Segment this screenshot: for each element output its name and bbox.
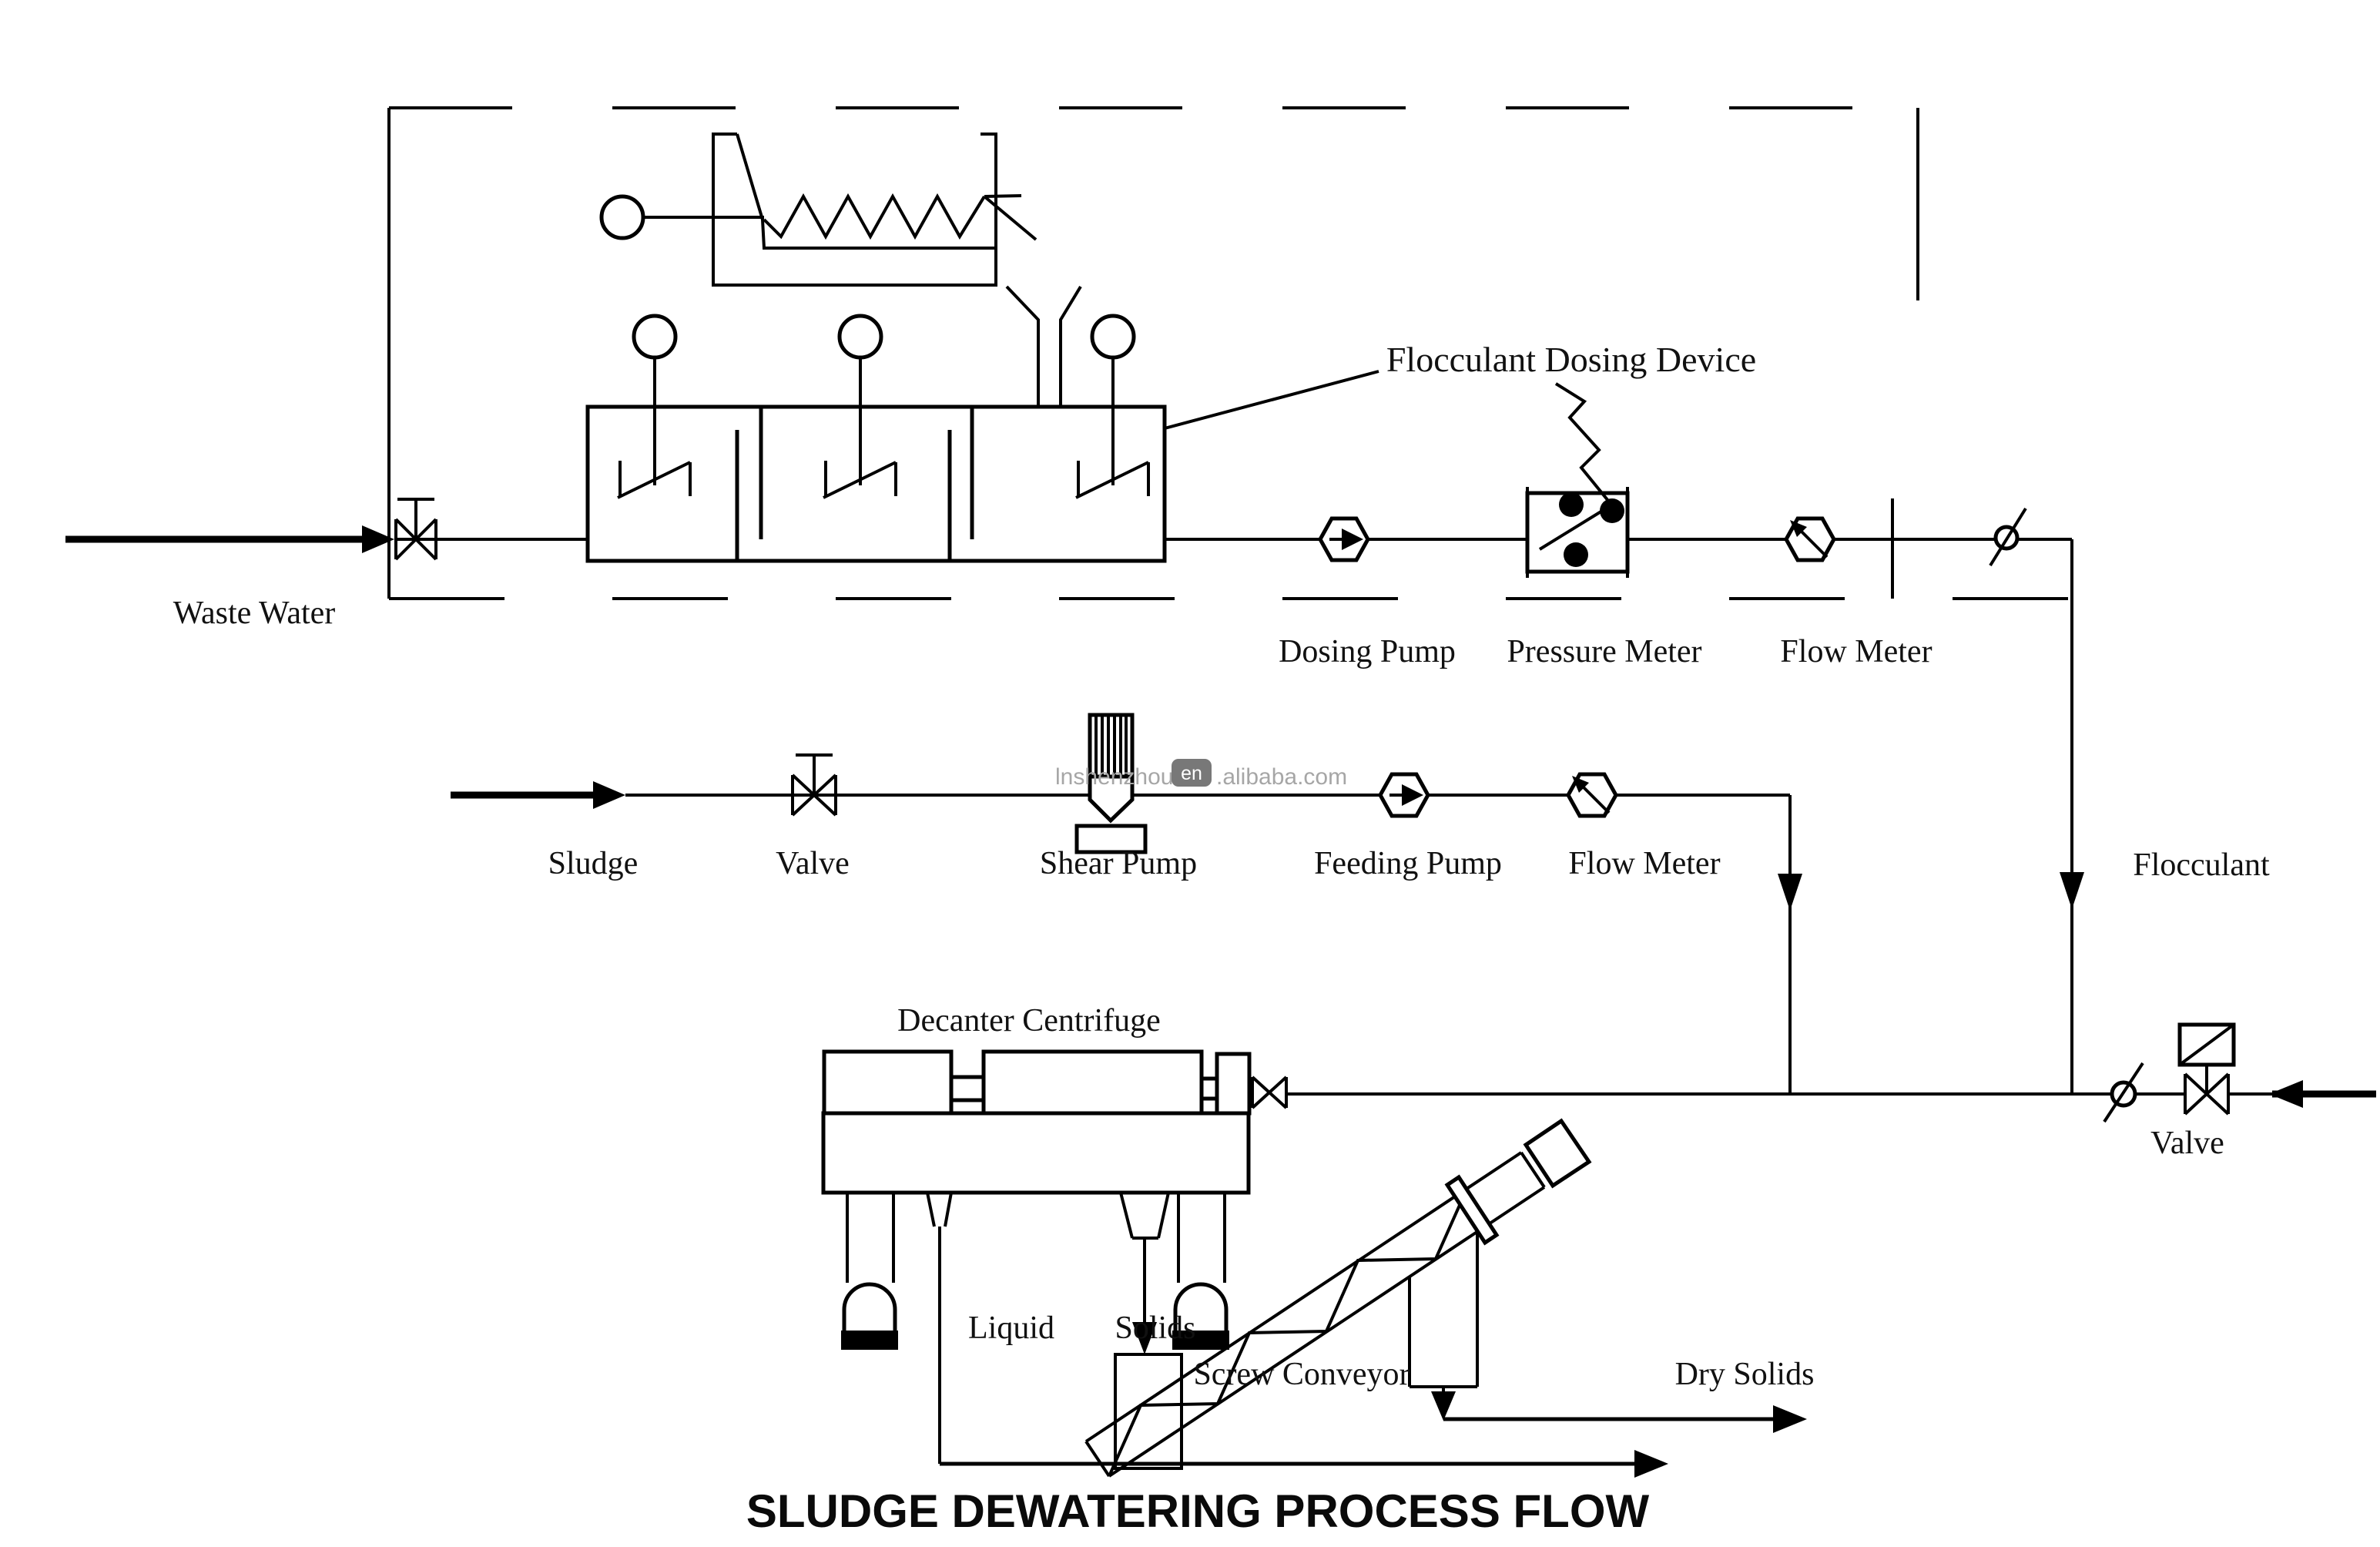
- screw-conveyor-icon: [1084, 1118, 1592, 1478]
- flow-arrow-icon: [1634, 1450, 1668, 1478]
- dry-solids-line: [1431, 1387, 1807, 1433]
- flow-arrow-icon: [593, 781, 625, 809]
- decanter-feed-line: [1288, 1080, 2376, 1108]
- watermark-highlight: en: [1181, 763, 1202, 784]
- watermark-suffix: .alibaba.com: [1216, 764, 1347, 790]
- decanter-centrifuge-label: Decanter Centrifuge: [897, 1003, 1161, 1039]
- pressure-meter-icon: [1525, 382, 1630, 578]
- check-valve-icon: [2103, 1062, 2144, 1123]
- right-valve-label: Valve: [2150, 1126, 2224, 1161]
- page-title: SLUDGE DEWATERING PROCESS FLOW: [746, 1485, 1650, 1537]
- flow-arrow-icon: [2060, 872, 2084, 909]
- decanter-centrifuge-icon: [821, 1049, 1288, 1350]
- watermark-pill: [1172, 759, 1212, 787]
- dry-solids-label: Dry Solids: [1675, 1357, 1815, 1392]
- sludge-label: Sludge: [548, 846, 639, 881]
- flow-arrow-icon: [1431, 1391, 1456, 1421]
- flow-meter-sludge-label: Flow Meter: [1568, 846, 1720, 881]
- waste-water-feed-line: [65, 525, 588, 553]
- waste-water-valve-icon: [394, 498, 437, 561]
- watermark: lnshenzhou. en .alibaba.com: [1055, 759, 1347, 790]
- label-pointer-line: [1164, 370, 1379, 430]
- flow-arrow-icon: [1778, 874, 1802, 911]
- solids-drop-line: [1132, 1238, 1157, 1354]
- solids-outlet: [1119, 1192, 1170, 1240]
- pressure-meter-label: Pressure Meter: [1507, 634, 1701, 669]
- mixing-tank: [585, 404, 1167, 563]
- watermark-prefix: lnshenzhou.: [1055, 764, 1180, 790]
- shear-pump-label: Shear Pump: [1040, 846, 1197, 881]
- mixer-motor-icon: [823, 314, 897, 499]
- sludge-valve-label: Valve: [776, 846, 850, 881]
- dosing-pump-icon: [1318, 516, 1370, 562]
- check-valve-icon: [1989, 507, 2027, 567]
- flow-meter-top-label: Flow Meter: [1780, 634, 1932, 669]
- mixer-motor-icon: [1075, 314, 1150, 499]
- flocculant-label: Flocculant: [2133, 847, 2270, 883]
- sludge-feed-line: [451, 781, 1802, 1094]
- waste-water-label: Waste Water: [173, 596, 336, 631]
- diagram-labels: Waste Water Flocculant Dosing Device Dos…: [173, 340, 2270, 1392]
- conveyor-feed-box: [1114, 1353, 1183, 1470]
- feeding-pump-label: Feeding Pump: [1314, 846, 1502, 881]
- flow-arrow-icon: [2269, 1080, 2303, 1108]
- mixer-motor-icon: [617, 314, 692, 499]
- flow-meter-icon: [1566, 772, 1618, 818]
- inlet-valve-icon: [1251, 1076, 1288, 1109]
- liquid-discharge-line: [938, 1227, 1668, 1478]
- liquid-outlet: [926, 1192, 953, 1227]
- sludge-valve-icon: [791, 753, 837, 817]
- feeder-chute: [1005, 285, 1082, 407]
- dosing-line: [1165, 538, 2084, 1094]
- flow-arrow-icon: [1132, 1322, 1157, 1354]
- screw-conveyor-label: Screw Conveyor: [1193, 1357, 1410, 1392]
- feeding-pump-icon: [1378, 772, 1430, 818]
- screw-flights: [1108, 1187, 1469, 1477]
- dosing-pump-label: Dosing Pump: [1279, 634, 1456, 669]
- flow-meter-icon: [1784, 516, 1836, 562]
- flow-arrow-icon: [1773, 1405, 1807, 1433]
- flocculant-dosing-device-label: Flocculant Dosing Device: [1386, 340, 1756, 379]
- screw-feeder-icon: [599, 133, 1037, 287]
- conveyor-motor-icon: [1523, 1118, 1592, 1189]
- flow-arrow-icon: [362, 525, 394, 553]
- actuated-valve-icon: [2177, 1022, 2236, 1116]
- shear-pump-icon: [1074, 713, 1148, 854]
- liquid-label: Liquid: [968, 1310, 1054, 1346]
- solids-label: Solids: [1115, 1310, 1195, 1346]
- conveyor-end-plate: [1444, 1174, 1500, 1246]
- dashed-enclosure: [387, 106, 2124, 600]
